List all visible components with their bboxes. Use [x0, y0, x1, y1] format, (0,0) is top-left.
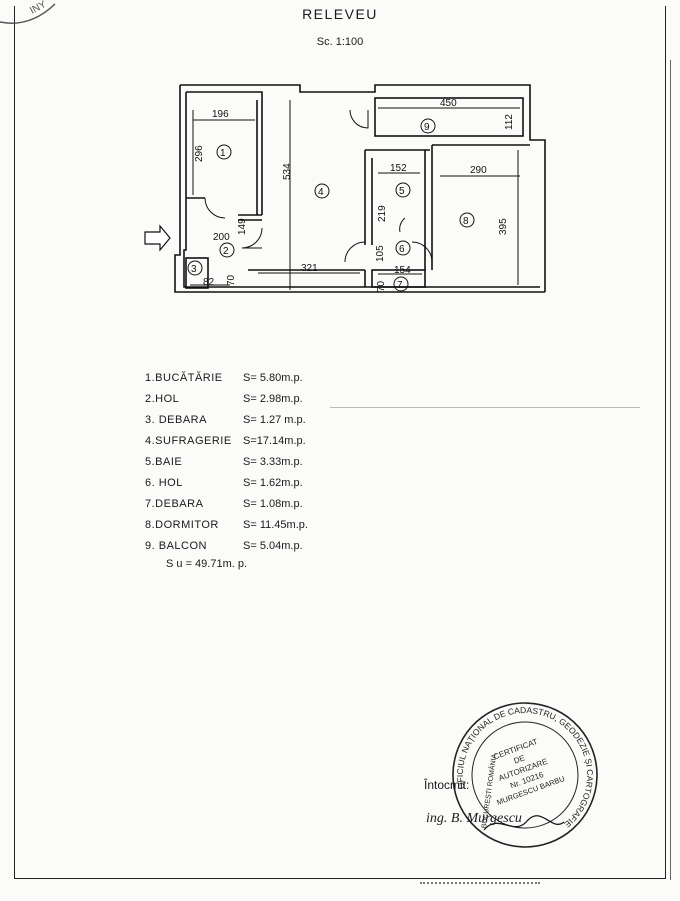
list-item: 1.BUCĂTĂRIE S= 5.80m.p. — [145, 368, 333, 389]
room-name: 1.BUCĂTĂRIE — [145, 372, 223, 384]
room-area: S= 3.33m.p. — [243, 456, 303, 468]
room-number-3: 3 — [191, 264, 197, 275]
dim-70-b: 70 — [376, 280, 387, 292]
room-marker-4 — [314, 183, 330, 199]
room-number-6: 6 — [399, 244, 405, 255]
room-name: 3. DEBARA — [145, 414, 207, 426]
dim-82: 82 — [203, 277, 215, 288]
dim-534: 534 — [282, 163, 293, 180]
room-number-8: 8 — [463, 216, 469, 227]
room-marker-5 — [395, 182, 411, 198]
dim-112: 112 — [504, 114, 515, 130]
dim-321: 321 — [301, 263, 318, 274]
plan-debara-7 — [371, 269, 426, 288]
room-area: S= 1.62m.p. — [243, 477, 303, 489]
room-name: 9. BALCON — [145, 540, 207, 552]
room-number-7: 7 — [397, 280, 403, 291]
signature: ing. B. Murgescu — [426, 811, 565, 831]
room-number-9: 9 — [424, 122, 430, 133]
page-frame — [14, 6, 666, 879]
total-area: S u = 49.71m. p. — [166, 558, 248, 570]
room-marker-9 — [420, 118, 436, 134]
room-area: S= 2.98m.p. — [243, 393, 303, 405]
scan-noise — [420, 882, 540, 886]
faint-rule — [330, 407, 640, 408]
dim-105: 105 — [375, 245, 386, 262]
dim-154: 154 — [394, 265, 411, 276]
room-marker-1 — [216, 144, 232, 160]
list-item: 9. BALCON S= 5.04m.p. — [145, 536, 333, 557]
room-area: S= 1.08m.p. — [243, 498, 303, 510]
door-arc — [204, 197, 226, 219]
list-item: 3. DEBARA S= 1.27 m.p. — [145, 410, 333, 431]
room-name: 2.HOL — [145, 393, 180, 405]
room-area: S= 5.04m.p. — [243, 540, 303, 552]
plan-inner-wall — [183, 92, 540, 288]
entrance-arrow-icon — [144, 224, 171, 252]
dim-219: 219 — [377, 205, 388, 222]
list-item: 7.DEBARA S= 1.08m.p. — [145, 494, 333, 515]
room-name: 4.SUFRAGERIE — [145, 435, 232, 447]
room-marker-8 — [459, 212, 475, 228]
list-item: 8.DORMITOR S= 11.45m.p. — [145, 515, 333, 536]
list-item: 4.SUFRAGERIE S=17.14m.p. — [145, 431, 333, 452]
door-arc — [344, 241, 366, 263]
room-area: S= 1.27 m.p. — [243, 414, 306, 426]
door-arc — [411, 241, 433, 263]
room-number-1: 1 — [220, 148, 226, 159]
plan-inner-wall-2 — [186, 91, 263, 100]
door-arc — [241, 227, 263, 249]
door-arc — [399, 217, 406, 233]
dim-296: 296 — [194, 145, 205, 162]
dim-200: 200 — [213, 232, 230, 243]
signature-text: ing. B. Murgescu — [426, 811, 522, 826]
plan-debara-3 — [185, 257, 209, 289]
dim-290: 290 — [470, 165, 487, 176]
dim-70-a: 70 — [226, 274, 237, 286]
room-name: 6. HOL — [145, 477, 183, 489]
room-marker-3 — [187, 260, 203, 276]
page-title: RELEVEU — [302, 6, 378, 22]
door-arc — [349, 109, 369, 129]
room-marker-2 — [219, 242, 235, 258]
dim-450: 450 — [440, 98, 457, 109]
dim-395: 395 — [498, 218, 509, 235]
list-item: 2.HOL S= 2.98m.p. — [145, 389, 333, 410]
plan-outer-wall-2 — [180, 84, 546, 292]
plan-outer-wall — [174, 85, 545, 293]
room-name: 7.DEBARA — [145, 498, 204, 510]
dim-149: 149 — [237, 218, 248, 235]
official-seal: OFICIUL NAȚIONAL DE CADASTRU, GEODEZIE Ș… — [450, 700, 600, 850]
dim-196: 196 — [212, 109, 229, 120]
plan-balcony — [374, 97, 524, 137]
room-number-2: 2 — [223, 246, 229, 257]
room-name: 8.DORMITOR — [145, 519, 219, 531]
corner-stamp-fragment: INY — [0, 0, 56, 24]
list-item: 6. HOL S= 1.62m.p. — [145, 473, 333, 494]
room-area: S=17.14m.p. — [243, 435, 306, 447]
room-area: S= 5.80m.p. — [243, 372, 303, 384]
room-number-4: 4 — [318, 187, 324, 198]
room-name: 5.BAIE — [145, 456, 183, 468]
room-number-5: 5 — [399, 186, 405, 197]
drawn-by-label: Întocmit: — [424, 778, 470, 792]
room-area: S= 11.45m.p. — [243, 519, 308, 531]
scale-label: Sc. 1:100 — [316, 36, 364, 48]
room-marker-6 — [395, 240, 411, 256]
scan-edge-line — [670, 60, 671, 880]
list-item: 5.BAIE S= 3.33m.p. — [145, 452, 333, 473]
room-marker-7 — [393, 276, 409, 292]
seal-line-2: DE — [513, 753, 527, 765]
dim-152: 152 — [390, 163, 407, 174]
floor-plan: 1 2 3 4 5 6 7 8 9 196 296 534 450 112 15… — [144, 84, 546, 293]
